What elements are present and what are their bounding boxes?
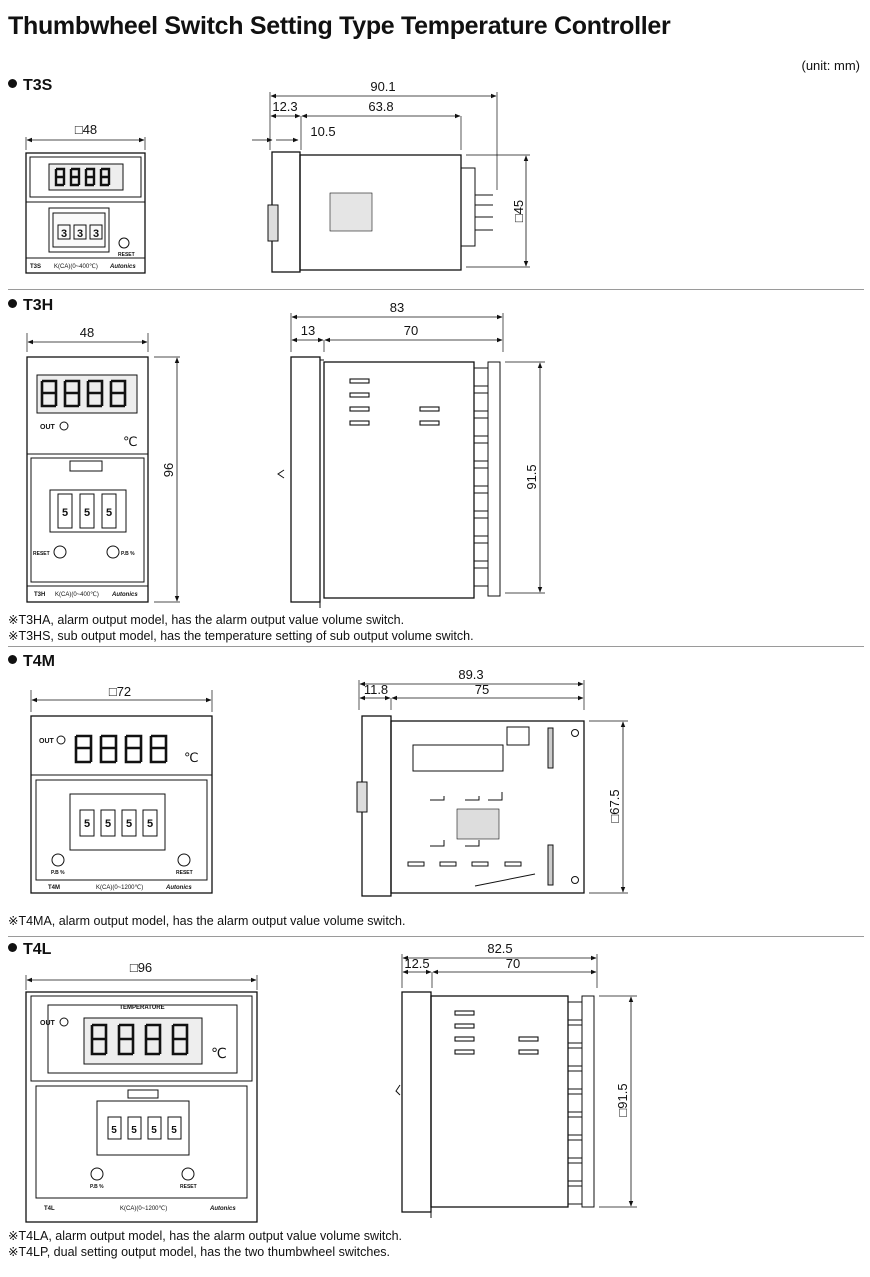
t3s-bezel-dim: 10.5: [310, 124, 335, 139]
t3h-overall-dim: 83: [390, 300, 404, 315]
t3h-pb-label: P.B %: [121, 551, 135, 557]
t4m-digit: 5: [84, 818, 90, 830]
t4l-digit: 5: [151, 1125, 157, 1136]
t4m-digit: 5: [147, 818, 153, 830]
unit-label: (unit: mm): [801, 58, 861, 73]
t4l-pb-label: P.B %: [90, 1184, 104, 1190]
t3h-out-label: OUT: [40, 424, 56, 431]
bullet-icon: [8, 655, 17, 664]
t3h-side-height-dim: 91.5: [524, 464, 539, 489]
note-t3hs: ※T3HS, sub output model, has the tempera…: [8, 629, 474, 643]
bullet-icon: [8, 299, 17, 308]
t4l-model-label: T4L: [44, 1206, 55, 1212]
t3h-model-label: T3H: [34, 592, 45, 598]
section-divider: [8, 936, 864, 937]
page-title: Thumbwheel Switch Setting Type Temperatu…: [8, 12, 671, 40]
t4m-out-label: OUT: [39, 738, 55, 745]
brand-logo: Autonics: [109, 264, 136, 270]
t4l-digit: 5: [131, 1125, 137, 1136]
section-label-t4l: T4L: [8, 941, 51, 959]
section-divider: [8, 646, 864, 647]
t4m-side-view: [356, 680, 628, 897]
t4l-out-label: OUT: [40, 1020, 56, 1027]
bullet-icon: [8, 79, 17, 88]
t4l-side-view: [395, 954, 637, 1218]
t3s-reset-label: RESET: [118, 252, 135, 258]
t4m-celsius-symbol: ℃: [184, 750, 199, 765]
t4m-model-label: T4M: [48, 885, 60, 891]
t3h-height-dim: 96: [161, 463, 176, 477]
note-t4lp: ※T4LP, dual setting output model, has th…: [8, 1245, 390, 1259]
t4m-digit: 5: [105, 818, 111, 830]
t4m-width-dim: □72: [109, 684, 131, 699]
t3s-front-view: [25, 137, 146, 274]
t4l-celsius-symbol: ℃: [211, 1045, 227, 1061]
t4m-range-label: K(CA)(0~1200℃): [96, 884, 143, 891]
t4l-reset-label: RESET: [180, 1184, 197, 1190]
t4m-reset-label: RESET: [176, 870, 193, 876]
t3h-range-label: K(CA)(0~400℃): [55, 591, 99, 598]
t3h-digit: 5: [106, 507, 112, 519]
t4l-range-label: K(CA)(0~1200℃): [120, 1205, 167, 1212]
t3h-celsius-symbol: ℃: [123, 434, 138, 449]
section-divider: [8, 289, 864, 290]
t3s-height-dim: □45: [511, 200, 526, 222]
t4l-front-depth-dim: 12.5: [404, 956, 429, 971]
t3h-digit: 5: [62, 507, 68, 519]
t4m-height-dim: □67.5: [607, 789, 622, 822]
t4m-front-view: [30, 690, 213, 894]
t3s-front-depth-dim: 12.3: [272, 99, 297, 114]
t4l-panel-label: TEMPERATURE: [119, 1005, 164, 1011]
t3s-digit-display: [54, 167, 111, 187]
t4l-digit: 5: [111, 1125, 117, 1136]
note-t3ha: ※T3HA, alarm output model, has the alarm…: [8, 613, 405, 627]
t3s-side-view: [252, 92, 530, 273]
t4l-height-dim: □91.5: [615, 1083, 630, 1116]
bullet-icon: [8, 943, 17, 952]
section-label-t4m: T4M: [8, 653, 55, 671]
section-label-t3h: T3H: [8, 297, 53, 315]
t4l-front-view: [25, 975, 258, 1223]
t4l-terminals: [567, 995, 595, 1208]
t3h-width-dim: 48: [80, 325, 94, 340]
t3s-digit: 3: [61, 228, 67, 240]
t4l-overall-dim: 82.5: [487, 941, 512, 956]
t4m-overall-dim: 89.3: [458, 667, 483, 682]
t3h-side-view: [277, 313, 545, 608]
t3s-front-width-dim: □48: [75, 122, 97, 137]
brand-logo: Autonics: [165, 885, 192, 891]
t3h-front-depth-dim: 13: [301, 323, 315, 338]
brand-logo: Autonics: [209, 1206, 236, 1212]
t3s-digit: 3: [93, 228, 99, 240]
note-t4la: ※T4LA, alarm output model, has the alarm…: [8, 1229, 403, 1243]
section-label-t3s: T3S: [8, 77, 52, 95]
t3s-range-label: K(CA)(0~400℃): [54, 263, 98, 270]
note-t4ma: ※T4MA, alarm output model, has the alarm…: [8, 914, 406, 928]
t3h-digit: 5: [84, 507, 90, 519]
t4l-body-dim: 70: [506, 956, 520, 971]
t3h-reset-label: RESET: [33, 551, 50, 557]
t4l-width-dim: □96: [130, 960, 152, 975]
t4l-digit: 5: [171, 1125, 177, 1136]
t4m-digit: 5: [126, 818, 132, 830]
t4m-body-dim: 75: [475, 682, 489, 697]
brand-logo: Autonics: [111, 592, 138, 598]
t3s-model-label: T3S: [30, 264, 41, 270]
t3h-body-dim: 70: [404, 323, 418, 338]
t4m-front-depth-dim: 11.8: [364, 682, 388, 697]
t3s-digit: 3: [77, 228, 83, 240]
t3h-front-view: [26, 333, 180, 603]
t4m-pb-label: P.B %: [51, 870, 65, 876]
t3h-terminals: [473, 361, 501, 597]
t3s-body-dim: 63.8: [368, 99, 393, 114]
t3s-overall-dim: 90.1: [370, 79, 395, 94]
